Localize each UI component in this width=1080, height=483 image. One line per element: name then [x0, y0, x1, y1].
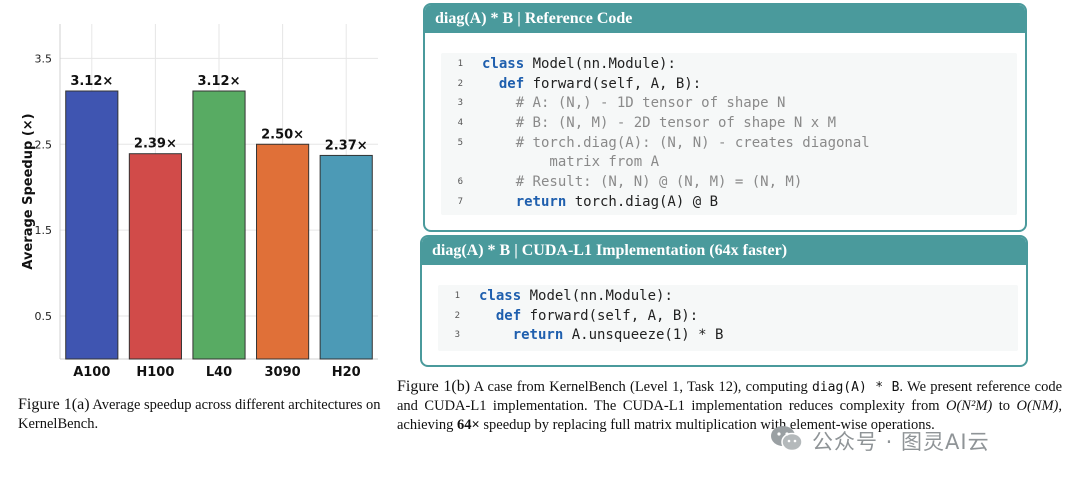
- caption-b-text-3: to: [992, 398, 1017, 414]
- code-comment: # B: (N, M) - 2D tensor of shape N x M: [515, 115, 836, 132]
- caption-a-figure-label: Figure 1(a): [18, 396, 90, 413]
- caption-b-figure-label: Figure 1(b): [397, 378, 471, 395]
- code-text: # Result: (N, N) @ (N, M) = (N, M): [482, 173, 803, 193]
- reference-code-line: 5 # torch.diag(A): (N, N) - creates diago…: [441, 134, 1017, 154]
- caption-b-text-4: , achieving: [397, 398, 1063, 433]
- cuda-l1-code-block: 1 class Model(nn.Module): 2 def forward(sel…: [438, 285, 1018, 351]
- y-tick-label: 2.5: [35, 138, 53, 151]
- caption-b-text-2: . We present reference code and CUDA-L1 …: [397, 379, 1063, 414]
- line-number: 4: [457, 118, 463, 129]
- code-text: def forward(self, A, B):: [482, 75, 701, 95]
- code-text: def forward(self, A, B):: [479, 307, 698, 327]
- x-category-label: H100: [136, 365, 174, 380]
- caption-b-complexity-before: O(N²M): [946, 398, 993, 414]
- cuda-l1-code-panel: diag(A) * B | CUDA-L1 Implementation (64…: [420, 235, 1028, 367]
- data-label: 3.12×: [198, 74, 241, 89]
- reference-code-line: 7 return torch.diag(A) @ B: [441, 193, 1017, 213]
- y-tick-label: 1.5: [35, 224, 53, 237]
- bar-3090: [256, 143, 310, 360]
- x-category-label: A100: [73, 365, 110, 380]
- code-rest: forward(self, A, B):: [521, 307, 699, 324]
- caption-b-inline-code: diag(A) * B: [812, 380, 900, 395]
- cuda-l1-code-line: 1 class Model(nn.Module):: [438, 287, 1018, 307]
- code-text: class Model(nn.Module):: [479, 287, 673, 307]
- line-number: 1: [454, 291, 460, 301]
- code-text: # B: (N, M) - 2D tensor of shape N x M: [482, 114, 836, 134]
- line-number: 7: [457, 196, 463, 207]
- code-comment: # A: (N,) - 1D tensor of shape N: [515, 95, 786, 112]
- reference-code-line: matrix from A: [441, 153, 1017, 173]
- speedup-bar-chart: 0.5 1.5 2.5 3.5 3.12× A100 2.39× H100 3.12× L40 2.…: [0, 0, 400, 390]
- code-rest: A.unsqueeze(1) * B: [563, 327, 724, 344]
- code-keyword: return: [512, 327, 564, 344]
- x-category-label: H20: [332, 365, 361, 380]
- y-tick-label: 0.5: [35, 310, 53, 323]
- cuda-l1-code-line: 3 return A.unsqueeze(1) * B: [438, 326, 1018, 346]
- bar-h20: [319, 154, 373, 360]
- code-text: matrix from A: [482, 153, 659, 173]
- bar-h100: [128, 153, 182, 360]
- line-number: 1: [457, 59, 463, 69]
- watermark-text: 公众号 · 图灵AI云: [812, 430, 990, 454]
- caption-b-speedup: 64×: [457, 417, 480, 433]
- data-label: 2.50×: [261, 127, 304, 142]
- code-text: return A.unsqueeze(1) * B: [479, 326, 724, 346]
- code-keyword: class: [479, 288, 522, 304]
- code-rest: forward(self, A, B):: [524, 75, 702, 92]
- code-comment: # Result: (N, N) @ (N, M) = (N, M): [515, 174, 803, 191]
- data-label: 3.12×: [70, 74, 113, 89]
- reference-code-line: 1 class Model(nn.Module):: [441, 55, 1017, 75]
- reference-code-line: 4 # B: (N, M) - 2D tensor of shape N x M: [441, 114, 1017, 134]
- chart-svg: 0.5 1.5 2.5 3.5 3.12× A100 2.39× H100 3.12× L40 2.…: [21, 24, 378, 380]
- data-label: 2.39×: [134, 137, 177, 152]
- cuda-l1-code-line: 2 def forward(self, A, B):: [438, 307, 1018, 327]
- code-keyword: def: [495, 307, 522, 324]
- y-tick-label: 3.5: [35, 52, 53, 65]
- caption-figure-1a: Figure 1(a) Average speedup across diffe…: [18, 395, 398, 434]
- reference-code-panel: diag(A) * B | Reference Code 1 class Mode…: [423, 3, 1027, 232]
- code-rest: Model(nn.Module):: [524, 56, 676, 72]
- wechat-icon: [770, 424, 804, 459]
- caption-b-text-5: speedup by replacing full matrix multipl…: [479, 417, 935, 433]
- bar-a100: [65, 90, 119, 360]
- code-keyword: def: [498, 75, 525, 92]
- code-comment: matrix from A: [549, 154, 659, 171]
- code-text: class Model(nn.Module):: [482, 55, 676, 75]
- reference-code-line: 3 # A: (N,) - 1D tensor of shape N: [441, 94, 1017, 114]
- code-keyword: return: [515, 193, 567, 210]
- line-number: 3: [457, 98, 463, 109]
- x-category-label: L40: [206, 365, 232, 380]
- line-number: 2: [454, 310, 460, 321]
- reference-code-block: 1 class Model(nn.Module): 2 def forward(sel…: [441, 53, 1017, 215]
- line-number: 6: [457, 177, 463, 188]
- reference-code-title: diag(A) * B | Reference Code: [425, 5, 1025, 33]
- code-keyword: class: [482, 56, 525, 72]
- code-text: return torch.diag(A) @ B: [482, 193, 718, 213]
- code-rest: torch.diag(A) @ B: [566, 193, 718, 210]
- data-label: 2.37×: [325, 138, 368, 153]
- cuda-l1-code-title: diag(A) * B | CUDA-L1 Implementation (64…: [422, 237, 1026, 265]
- caption-a-text: Average speedup across different archite…: [18, 397, 381, 432]
- line-number: 3: [454, 330, 460, 341]
- reference-code-line: 2 def forward(self, A, B):: [441, 75, 1017, 95]
- x-category-label: 3090: [265, 365, 301, 380]
- caption-figure-1b: Figure 1(b) A case from KernelBench (Lev…: [397, 377, 1062, 435]
- code-text: # torch.diag(A): (N, N) - creates diagon…: [482, 134, 870, 154]
- line-number: 5: [457, 137, 463, 148]
- y-axis-label: Average Speedup (×): [21, 113, 36, 269]
- line-number: 2: [457, 78, 463, 89]
- caption-b-text-1: A case from KernelBench (Level 1, Task 1…: [470, 379, 812, 395]
- caption-b-complexity-after: O(NM): [1016, 398, 1059, 414]
- bar-l40: [192, 90, 246, 360]
- code-comment: # torch.diag(A): (N, N) - creates diagon…: [515, 134, 870, 151]
- wechat-watermark: 公众号 · 图灵AI云: [770, 424, 990, 458]
- code-text: # A: (N,) - 1D tensor of shape N: [482, 94, 786, 114]
- reference-code-line: 6 # Result: (N, N) @ (N, M) = (N, M): [441, 173, 1017, 193]
- code-rest: Model(nn.Module):: [521, 288, 673, 304]
